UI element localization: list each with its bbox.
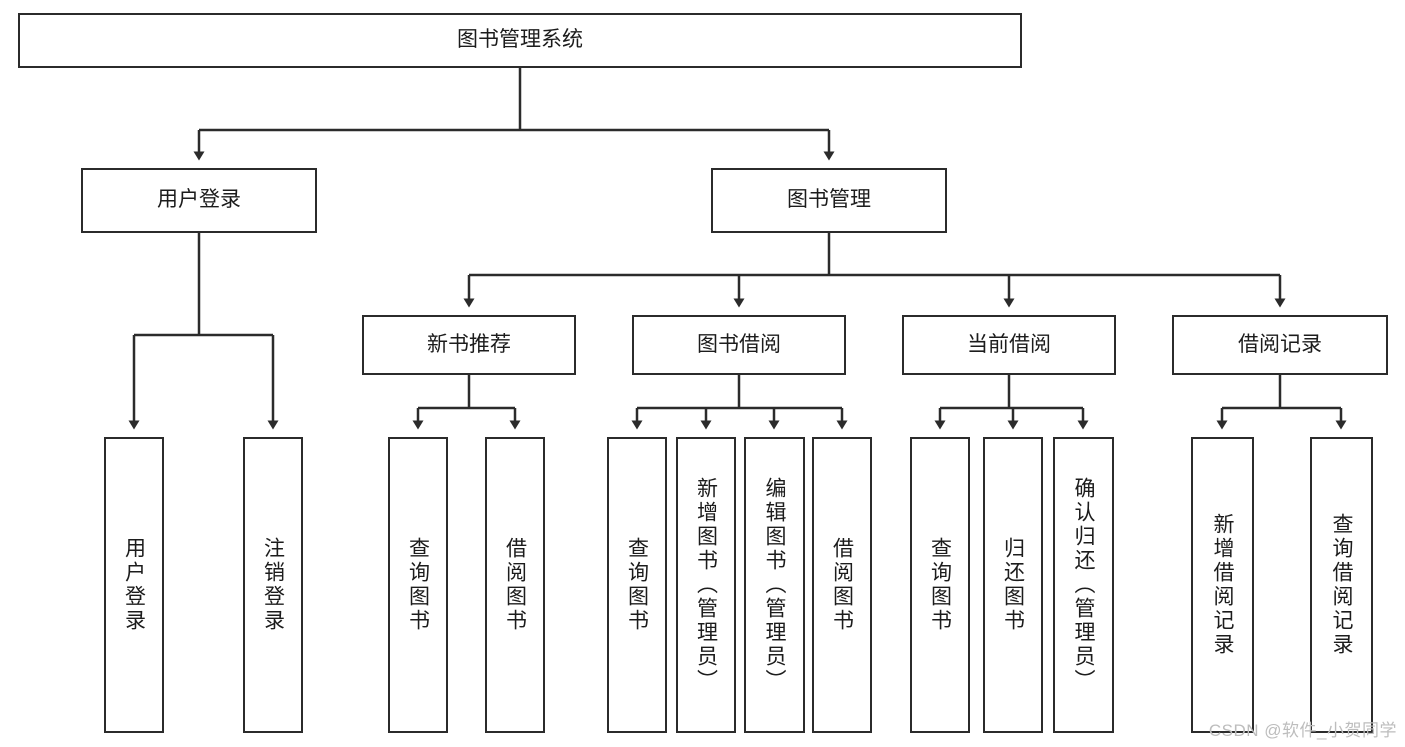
node-leaf-user-login-label: 用户登录: [122, 537, 146, 633]
node-leaf-query-book-3-label: 查询图书: [928, 537, 952, 633]
node-leaf-borrow-book-2-label: 借阅图书: [830, 537, 854, 633]
node-leaf-query-book-2-label: 查询图书: [625, 537, 649, 633]
node-user-login[interactable]: 用户登录: [81, 168, 317, 233]
node-borrow-record[interactable]: 借阅记录: [1172, 315, 1388, 375]
node-leaf-query-record-label: 查询借阅记录: [1330, 513, 1353, 657]
node-leaf-query-book-1-label: 查询图书: [406, 537, 430, 633]
node-leaf-add-book-label: 新增图书（管理员）: [694, 477, 718, 693]
node-leaf-add-book[interactable]: 新增图书（管理员）: [676, 437, 736, 733]
node-leaf-user-login[interactable]: 用户登录: [104, 437, 164, 733]
node-leaf-edit-book[interactable]: 编辑图书（管理员）: [744, 437, 805, 733]
node-book-borrow[interactable]: 图书借阅: [632, 315, 846, 375]
node-leaf-query-book-3[interactable]: 查询图书: [910, 437, 970, 733]
node-user-login-label: 用户登录: [157, 188, 241, 212]
node-leaf-query-record[interactable]: 查询借阅记录: [1310, 437, 1373, 733]
node-book-manage-label: 图书管理: [787, 188, 871, 212]
node-book-borrow-label: 图书借阅: [697, 332, 781, 356]
node-borrow-record-label: 借阅记录: [1238, 332, 1322, 356]
node-leaf-edit-book-label: 编辑图书（管理员）: [763, 477, 786, 693]
node-leaf-return-book-label: 归还图书: [1001, 537, 1025, 633]
node-current-borrow[interactable]: 当前借阅: [902, 315, 1116, 375]
node-leaf-query-book-1[interactable]: 查询图书: [388, 437, 448, 733]
node-root-label: 图书管理系统: [457, 28, 583, 52]
node-leaf-return-book[interactable]: 归还图书: [983, 437, 1043, 733]
node-new-book-rec-label: 新书推荐: [427, 332, 511, 356]
node-leaf-borrow-book-2[interactable]: 借阅图书: [812, 437, 872, 733]
node-leaf-query-book-2[interactable]: 查询图书: [607, 437, 667, 733]
node-leaf-add-record[interactable]: 新增借阅记录: [1191, 437, 1254, 733]
node-new-book-rec[interactable]: 新书推荐: [362, 315, 576, 375]
node-leaf-logout-label: 注销登录: [261, 537, 285, 633]
node-leaf-borrow-book-1[interactable]: 借阅图书: [485, 437, 545, 733]
node-leaf-borrow-book-1-label: 借阅图书: [503, 537, 527, 633]
node-root[interactable]: 图书管理系统: [18, 13, 1022, 68]
node-leaf-logout[interactable]: 注销登录: [243, 437, 303, 733]
node-current-borrow-label: 当前借阅: [967, 332, 1051, 356]
node-leaf-confirm-return-label: 确认归还（管理员）: [1072, 477, 1095, 693]
node-leaf-confirm-return[interactable]: 确认归还（管理员）: [1053, 437, 1114, 733]
node-leaf-add-record-label: 新增借阅记录: [1211, 513, 1234, 657]
node-book-manage[interactable]: 图书管理: [711, 168, 947, 233]
